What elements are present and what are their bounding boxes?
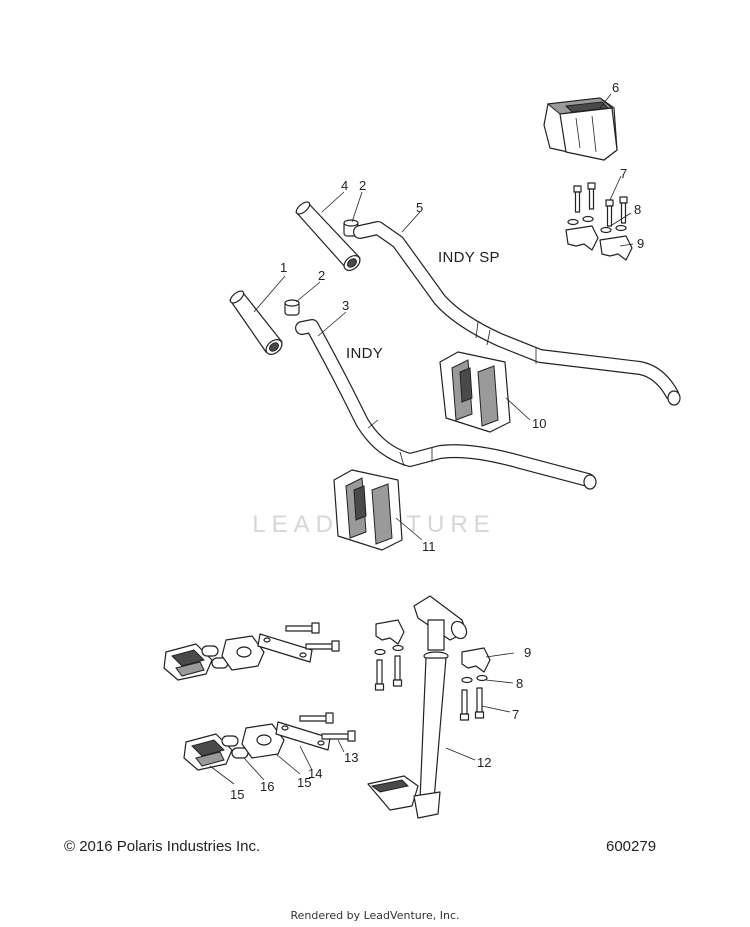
callout-2-upper: 2	[359, 178, 366, 193]
callout-3: 3	[342, 298, 349, 313]
callout-1: 1	[280, 260, 287, 275]
clamp-9-upper-b	[599, 235, 633, 261]
callout-7-upper: 7	[620, 166, 627, 181]
bar-block-part-11	[333, 469, 403, 551]
bolt-7-upper-d	[619, 196, 628, 224]
lower-clamp-hardware	[374, 619, 491, 721]
steering-post-part-12	[367, 595, 468, 819]
callout-14: 14	[308, 766, 322, 781]
linkage-group-lower	[183, 712, 356, 771]
spacer-part-16-a	[221, 735, 239, 747]
callout-2-lower: 2	[318, 268, 325, 283]
bar-block-part-10	[439, 351, 511, 433]
callout-6: 6	[612, 80, 619, 95]
callout-10: 10	[532, 416, 546, 431]
callout-7-lower: 7	[512, 707, 519, 722]
callout-9-lower: 9	[524, 645, 531, 660]
grip-part-4	[295, 201, 361, 271]
link-plate-part-14	[275, 721, 331, 751]
bolt-7-upper-b	[587, 182, 596, 210]
bolt-7-lower-b	[392, 655, 403, 687]
handlebar-indy-part-3	[295, 319, 597, 490]
callout-13: 13	[344, 750, 358, 765]
handlebar-pad-part-6	[543, 97, 618, 161]
callout-11: 11	[422, 539, 436, 554]
drawing-number: 600279	[606, 838, 657, 855]
callout-15-right: 15	[297, 775, 311, 790]
rendered-by-credit: Rendered by LeadVenture, Inc.	[290, 909, 460, 922]
callout-numbers: 6 7 8 9 4 2 5 1 2 3 10 11 9 8 7 12 13 14…	[230, 80, 644, 802]
bolt-7-lower-d	[474, 687, 485, 719]
variant-label-indy: INDY	[346, 345, 383, 362]
callout-9-upper: 9	[637, 236, 644, 251]
bolt-7-upper-a	[573, 185, 582, 213]
bolt-7-lower-a	[374, 659, 385, 691]
linkage-group-upper	[163, 622, 340, 681]
washer-8-c	[600, 226, 612, 234]
clamp-9-lower-b	[461, 647, 491, 673]
grip-part-1	[229, 290, 283, 355]
bolt-part-13-a	[299, 712, 334, 724]
copyright-text: © 2016 Polaris Industries Inc.	[64, 838, 261, 855]
washer-8-d	[615, 224, 627, 232]
callout-12: 12	[477, 755, 491, 770]
variant-label-indy-sp: INDY SP	[438, 249, 500, 266]
bolt-7-upper-c	[605, 199, 614, 227]
callout-8-upper: 8	[634, 202, 641, 217]
callout-8-lower: 8	[516, 676, 523, 691]
callout-4: 4	[341, 178, 348, 193]
clamp-9-upper-a	[565, 225, 599, 251]
bolt-part-13-b	[321, 730, 356, 742]
callout-16: 16	[260, 779, 274, 794]
plug-part-2-lower	[284, 299, 300, 316]
callout-5: 5	[416, 200, 423, 215]
callout-15-left: 15	[230, 787, 244, 802]
handlebar-indy-sp-part-5	[353, 221, 681, 406]
upper-clamp-hardware	[565, 182, 633, 261]
bolt-7-lower-c	[459, 689, 470, 721]
leader-lines	[209, 93, 634, 785]
clamp-9-lower-a	[375, 619, 405, 645]
washer-8-b	[582, 215, 594, 223]
washer-8-a	[567, 218, 579, 226]
